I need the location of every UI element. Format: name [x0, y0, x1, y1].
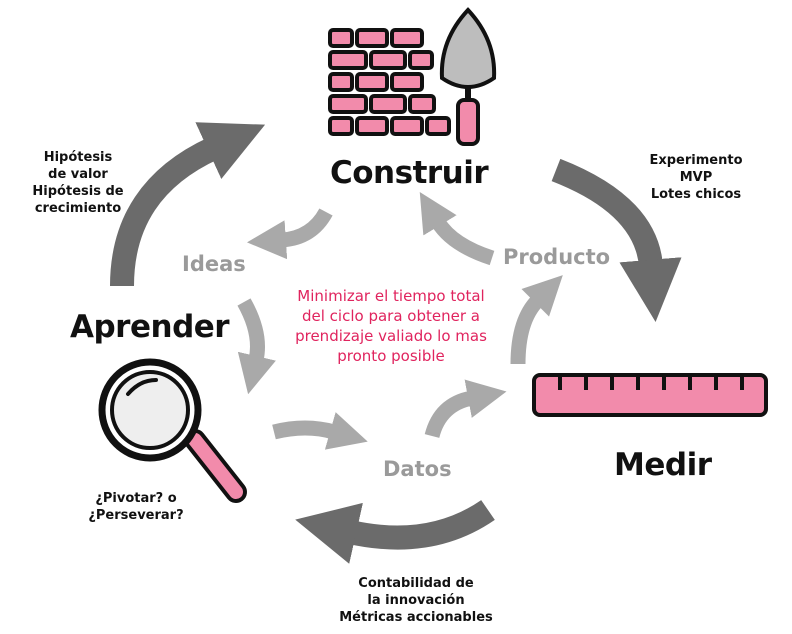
big-arrow-learn-to-build	[110, 122, 266, 287]
note-line: Lotes chicos	[650, 187, 742, 202]
center-message: Minimizar el tiempo total del ciclo para…	[268, 286, 514, 366]
note-measure-to-learn: Contabilidad de la innovación Métricas a…	[338, 575, 494, 626]
ruler-icon	[532, 373, 768, 417]
note-build-to-measure: Experimento MVP Lotes chicos	[638, 152, 754, 203]
note-learn-decision: ¿Pivotar? o ¿Perseverar?	[86, 490, 186, 524]
note-line: ¿Perseverar?	[88, 508, 184, 523]
stage-title-medir: Medir	[614, 447, 712, 483]
stage-title-construir: Construir	[330, 155, 489, 191]
note-line: MVP	[679, 170, 713, 185]
center-message-line: pronto posible	[337, 347, 445, 365]
center-message-line: prendizaje valiado lo mas	[295, 327, 487, 345]
note-line: Hipótesis de	[32, 184, 124, 199]
note-line: Contabilidad de	[358, 576, 474, 591]
small-arrow-ideas-up	[246, 208, 333, 260]
output-label-producto: Producto	[503, 245, 611, 269]
center-message-line: Minimizar el tiempo total	[297, 287, 485, 305]
note-line: crecimiento	[34, 201, 122, 216]
center-message-line: del ciclo para obtener a	[302, 307, 480, 325]
big-arrow-build-to-measure	[551, 158, 682, 322]
brick-wall-trowel-icon	[328, 7, 497, 146]
small-arrow-datos-to-medir	[424, 379, 507, 439]
small-arrow-to-producto	[510, 275, 563, 365]
note-learn-to-build: Hipótesis de valor Hipótesis de crecimie…	[22, 149, 134, 217]
note-line: Experimento	[649, 153, 743, 168]
note-line: Hipótesis	[43, 150, 113, 165]
small-arrow-to-datos	[272, 412, 368, 450]
stage-title-aprender: Aprender	[70, 309, 230, 345]
note-line: de valor	[48, 167, 108, 182]
note-line: ¿Pivotar? o	[95, 491, 177, 506]
note-line: Métricas accionables	[339, 610, 493, 625]
small-arrow-producto-to-construir	[419, 192, 495, 266]
note-line: la innovación	[367, 593, 465, 608]
big-arrow-measure-to-learn	[295, 499, 495, 564]
magnifying-glass-icon	[98, 358, 247, 503]
small-arrow-from-ideas-down	[237, 298, 276, 395]
output-label-ideas: Ideas	[182, 252, 246, 276]
output-label-datos: Datos	[383, 457, 452, 481]
